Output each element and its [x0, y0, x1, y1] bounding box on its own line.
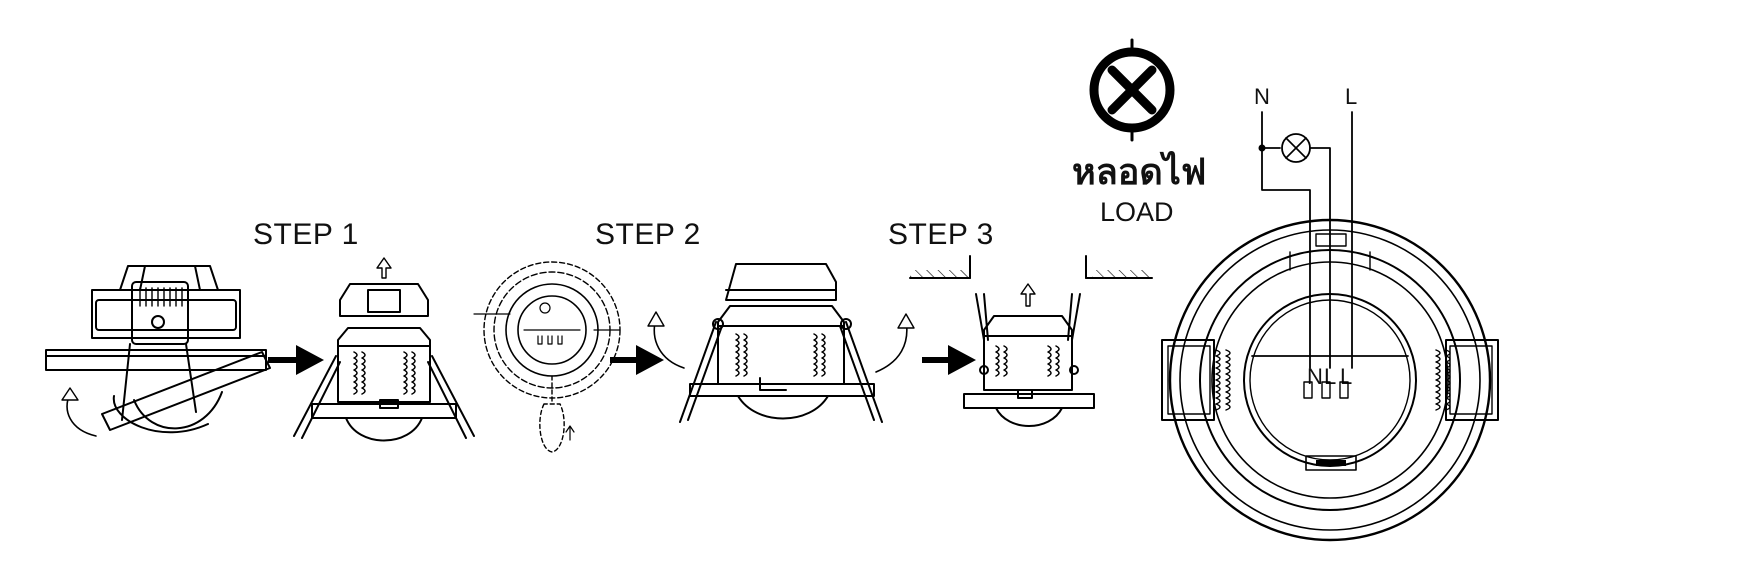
- wiring-diagram: [1258, 111, 1353, 369]
- step-3-label: STEP 3: [888, 218, 994, 251]
- lamp-label-load: LOAD: [1100, 197, 1174, 227]
- step-2-label: STEP 2: [595, 218, 701, 251]
- figure-2-cap-removed: [293, 257, 475, 442]
- figure-5-push-into-ceiling: [909, 255, 1153, 427]
- lamp-symbol-icon: [1089, 38, 1175, 142]
- step-1-label: STEP 1: [253, 218, 359, 251]
- figure-3-terminal-top-view: [473, 261, 621, 453]
- step-arrow-1-icon: [268, 345, 324, 375]
- terminal-label-l1: L: [1324, 364, 1337, 389]
- lamp-label-thai: หลอดไฟ: [1072, 152, 1207, 193]
- wire-label-l: L: [1345, 84, 1358, 109]
- sensor-bottom-view: [1161, 218, 1499, 542]
- figure-1-sensor-tilted: [45, 265, 271, 437]
- terminal-label-n: N: [1307, 364, 1323, 389]
- wire-label-n: N: [1254, 84, 1270, 109]
- step-arrow-2-icon: [610, 345, 664, 375]
- terminal-label-l2: L: [1340, 364, 1353, 389]
- step-arrow-3-icon: [922, 345, 976, 375]
- figure-4-springs-spread: [647, 263, 915, 423]
